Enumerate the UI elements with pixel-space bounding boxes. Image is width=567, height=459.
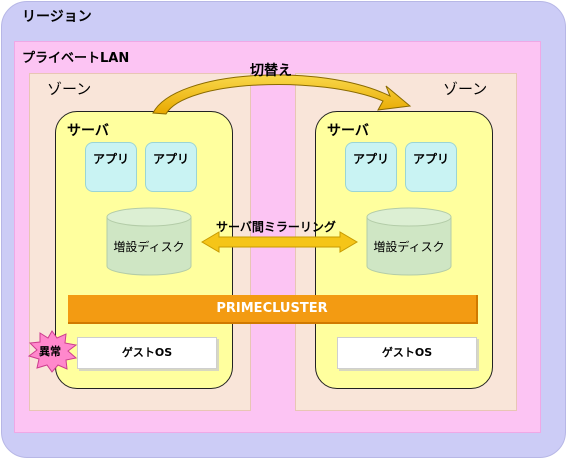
app-right-2: アプリ bbox=[405, 142, 457, 192]
disk-left-icon bbox=[106, 207, 192, 276]
server-right-label: サーバ bbox=[327, 123, 369, 139]
disk-left-label: 増設ディスク bbox=[113, 240, 185, 254]
mirroring-label: サーバ間ミラーリング bbox=[216, 220, 336, 234]
fault-starburst-icon bbox=[27, 330, 78, 373]
guest-os-right: ゲストOS bbox=[337, 337, 477, 369]
fault-label: 異常 bbox=[39, 345, 61, 358]
private-lan-label: プライベートLAN bbox=[22, 51, 130, 66]
mirroring-double-arrow bbox=[201, 231, 358, 253]
app-left-2: アプリ bbox=[145, 142, 197, 192]
failover-label: 切替え bbox=[250, 63, 292, 79]
server-left-label: サーバ bbox=[67, 123, 109, 139]
app-left-1: アプリ bbox=[85, 142, 137, 192]
region-label: リージョン bbox=[22, 9, 92, 25]
failover-curved-arrow bbox=[152, 74, 412, 115]
app-right-1: アプリ bbox=[345, 142, 397, 192]
guest-os-left: ゲストOS bbox=[77, 337, 217, 369]
zone-right-label: ゾーン bbox=[443, 80, 488, 98]
disk-right-label: 増設ディスク bbox=[373, 240, 445, 254]
disk-right-icon bbox=[366, 207, 452, 276]
zone-left-label: ゾーン bbox=[47, 80, 92, 98]
primecluster-bar: PRIMECLUSTER bbox=[68, 295, 478, 324]
